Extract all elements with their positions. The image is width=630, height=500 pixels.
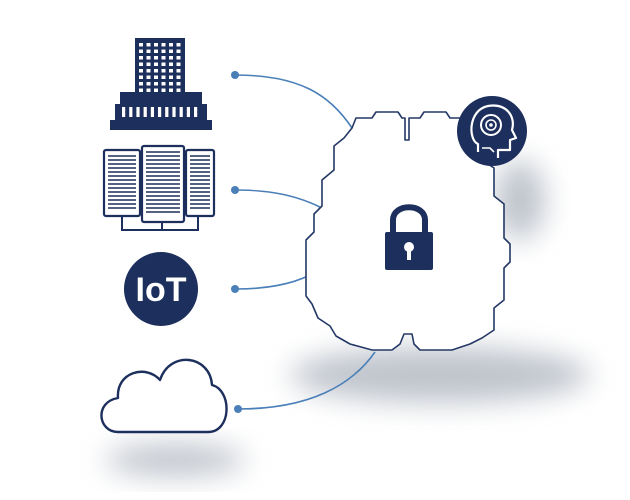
connector-dot-servers xyxy=(231,186,239,194)
connector-servers xyxy=(234,189,323,209)
iot-badge-icon: IoT xyxy=(124,252,198,326)
connector-iot xyxy=(234,274,311,290)
connector-dot-cloud xyxy=(234,405,242,413)
connector-dot-iot xyxy=(231,285,239,293)
connector-lines xyxy=(231,71,376,413)
drop-shadows xyxy=(105,160,590,476)
server-rack-icon xyxy=(102,144,216,231)
connector-cloud xyxy=(237,351,376,410)
brain-icon xyxy=(305,111,511,351)
connector-dot-office xyxy=(231,71,239,79)
connector-office xyxy=(234,74,353,129)
office-building-icon xyxy=(110,38,212,130)
iot-label: IoT xyxy=(136,271,187,309)
cloud-icon xyxy=(100,358,228,434)
padlock-icon xyxy=(385,204,433,270)
ai-robot-head-icon xyxy=(457,96,527,166)
